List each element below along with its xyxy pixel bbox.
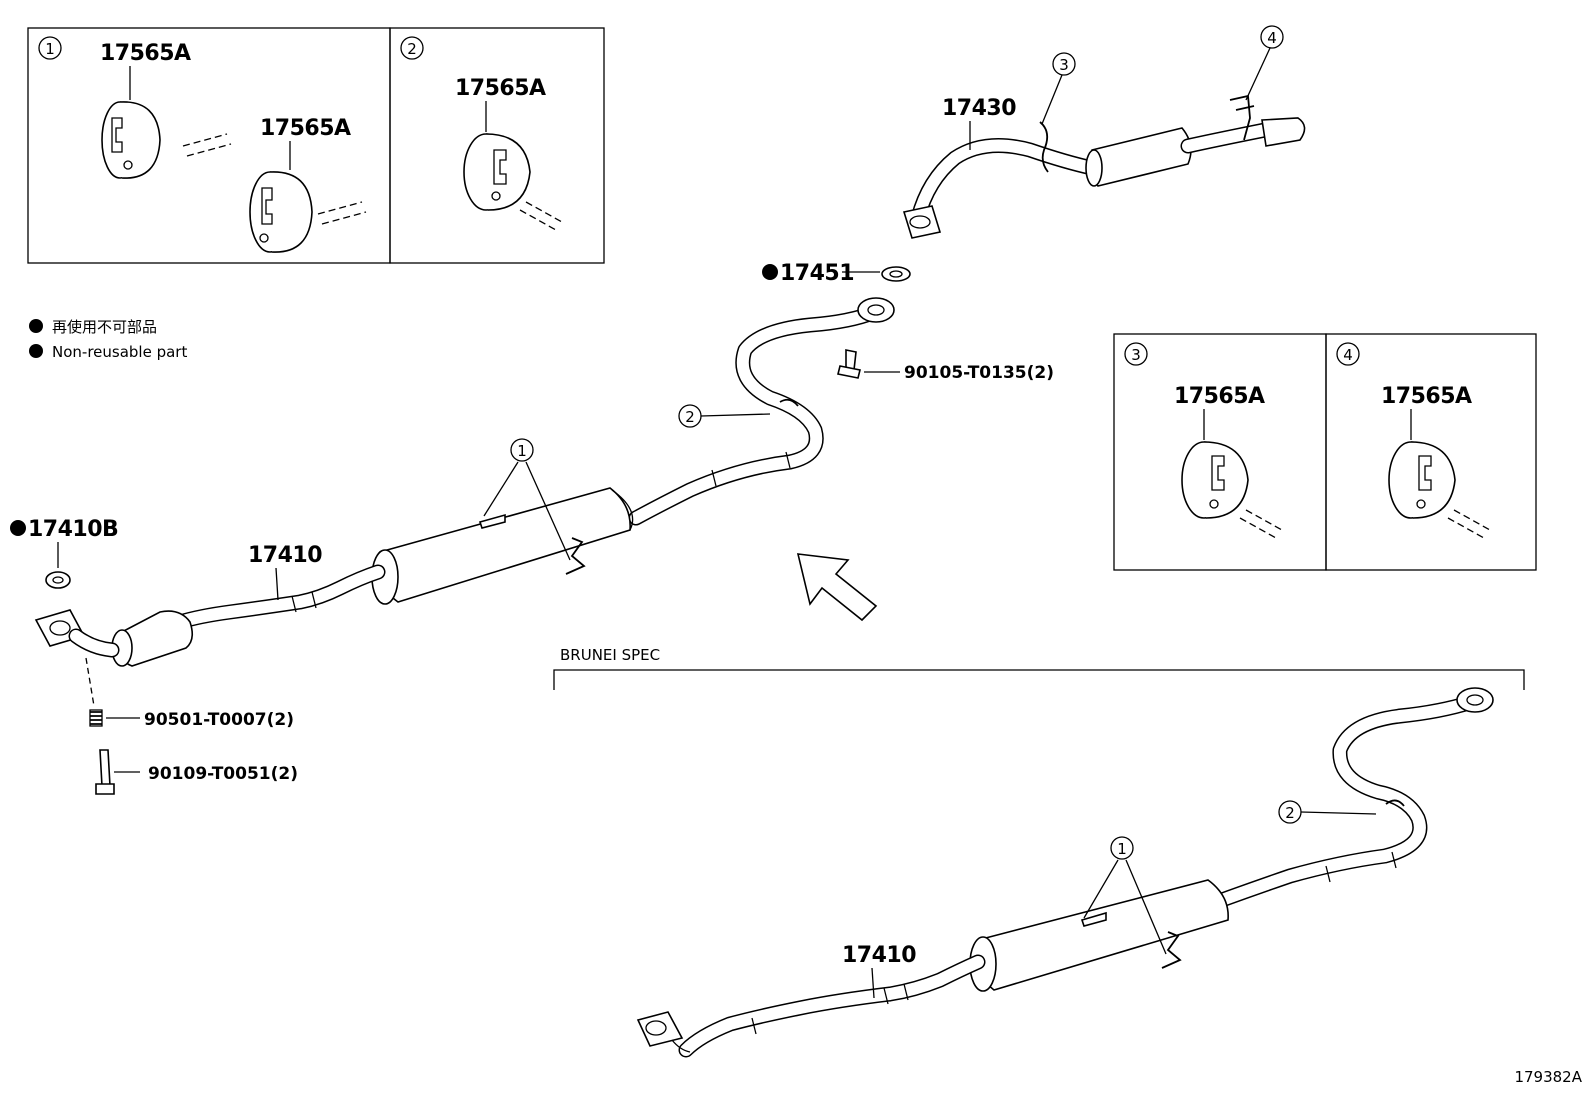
callout-panel-1: 1 17565A 17565A [27, 27, 391, 264]
brunei-title: BRUNEI SPEC [560, 646, 660, 664]
panel-2-number: 2 [407, 40, 417, 58]
callout-panel-3: 3 17565A [1113, 333, 1327, 571]
gasket-17410B: 17410B [10, 517, 119, 589]
panel-3-number: 3 [1131, 346, 1141, 364]
hanger-rubber-icon [463, 133, 531, 211]
catalytic-converter [111, 610, 194, 667]
label-17410-brunei: 17410 [842, 943, 916, 968]
hanger-rubber-icon [249, 171, 313, 253]
label-17430: 17430 [942, 96, 1016, 121]
panel-3-label: 17565A [1174, 384, 1265, 409]
front-pipe-assembly: 17410 1 2 [34, 297, 895, 667]
bolt-90109: 90109-T0051(2) [95, 749, 298, 795]
brunei-spec-section: BRUNEI SPEC 17410 1 2 [553, 646, 1525, 1058]
callout-3: 3 [1059, 56, 1069, 74]
non-reusable-mark-icon [762, 264, 778, 280]
label-17410B: 17410B [28, 517, 118, 542]
label-90501: 90501-T0007(2) [144, 710, 294, 730]
callout-panel-4: 4 17565A [1325, 333, 1537, 571]
non-reusable-mark-icon [10, 520, 26, 536]
panel-4-label: 17565A [1381, 384, 1472, 409]
bolt-90105: 90105-T0135(2) [837, 349, 1054, 383]
panel-1-label-b: 17565A [260, 116, 351, 141]
label-90109: 90109-T0051(2) [148, 764, 298, 784]
hanger-rubber-icon [101, 101, 161, 179]
figure-id: 179382A [1514, 1068, 1582, 1086]
panel-1-label-a: 17565A [100, 41, 191, 66]
hanger-rubber-icon [1388, 441, 1456, 519]
legend-en: Non-reusable part [52, 343, 187, 361]
direction-arrow-icon [796, 553, 878, 622]
legend: 再使用不可部品 Non-reusable part [29, 318, 187, 361]
callout-1-brunei: 1 [1117, 840, 1127, 858]
gasket-17451: 17451 [762, 261, 911, 286]
bullet-icon [29, 344, 43, 358]
main-muffler [371, 487, 634, 605]
tail-muffler [1085, 127, 1192, 187]
label-17410-main: 17410 [248, 543, 322, 568]
bullet-icon [29, 319, 43, 333]
panel-1-number: 1 [45, 40, 55, 58]
callout-panel-2: 2 17565A [389, 27, 605, 264]
hanger-rubber-icon [1181, 441, 1249, 519]
callout-2-brunei: 2 [1285, 804, 1295, 822]
legend-jp: 再使用不可部品 [52, 318, 157, 336]
callout-2-main: 2 [685, 408, 695, 426]
callout-1-main: 1 [517, 442, 527, 460]
brunei-muffler [969, 879, 1229, 992]
label-17451: 17451 [780, 261, 854, 286]
spring-90501: 90501-T0007(2) [89, 709, 294, 730]
callout-4: 4 [1267, 29, 1277, 47]
panel-4-number: 4 [1343, 346, 1353, 364]
tail-pipe-assembly: 17430 3 4 [902, 25, 1306, 239]
panel-2-label: 17565A [455, 76, 546, 101]
label-90105: 90105-T0135(2) [904, 363, 1054, 383]
